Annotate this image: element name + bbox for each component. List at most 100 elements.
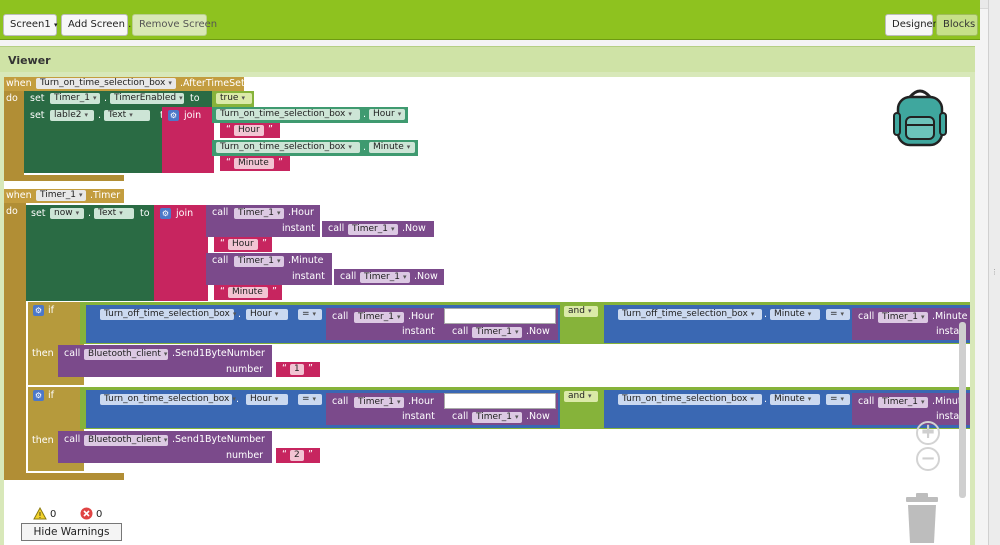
hide-warnings-button[interactable]: Hide Warnings [21,523,122,541]
trash-icon[interactable] [902,493,942,543]
if2-right-operator-dropdown[interactable]: =▾ [826,394,850,405]
if2-left-property-dropdown[interactable]: Hour▾ [246,394,288,405]
string-two-value[interactable]: 2 [290,450,304,461]
dot-label: . [363,142,367,153]
and-dropdown-1[interactable]: and▾ [564,306,598,317]
if2-left-component-dropdown[interactable]: Turn_on_time_selection_box▾ [100,394,236,405]
string-hour-value-1[interactable]: Hour [234,125,264,136]
join1-getter-block[interactable]: Turn_on_time_selection_box▾ . Hour▾ [212,107,408,123]
if1-left-component-dropdown[interactable]: Turn_off_time_selection_box▾ [100,309,236,320]
string-hour-block-2[interactable]: “ Hour ” [214,237,272,252]
add-screen-button[interactable]: Add Screen ... [61,14,138,36]
gear-icon[interactable]: ⚙ [33,305,44,316]
if1-right-component-dropdown[interactable]: Turn_off_time_selection_box▾ [618,309,762,320]
screen-select[interactable]: Screen1 ▾ [3,14,57,36]
set-now-component-dropdown[interactable]: now▾ [50,208,84,219]
string-minute-block-1[interactable]: “ Minute ” [220,156,290,171]
set1-property-dropdown[interactable]: TimerEnabled▾ [110,93,184,104]
then2-component-dropdown[interactable]: Bluetooth_client▾ [84,435,168,446]
string-two-block[interactable]: “ 2 ” [276,448,320,463]
call1-inner-component-dropdown[interactable]: Timer_1▾ [348,224,398,235]
and-dropdown-2[interactable]: and▾ [564,391,598,402]
join2-getter-block[interactable]: Turn_on_time_selection_box▾ . Minute▾ [212,140,418,156]
empty-socket[interactable] [444,308,556,324]
blocks-button[interactable]: Blocks [936,14,978,36]
set2-property-dropdown[interactable]: Text▾ [104,110,150,121]
true-block[interactable]: true▾ [212,91,254,107]
designer-button[interactable]: Designer [885,14,937,36]
remove-screen-button[interactable]: Remove Screen [132,14,217,36]
string-minute-block-2[interactable]: “ Minute ” [214,285,282,300]
join2-property-dropdown[interactable]: Minute▾ [369,142,415,153]
blocks-workspace[interactable]: when Turn_on_time_selection_box▾ .AfterT… [4,77,970,545]
call-minute-block[interactable]: call Timer_1▾ .Minute instant [206,253,332,285]
join1-component-dropdown[interactable]: Turn_on_time_selection_box▾ [216,109,360,120]
call-now-block-1[interactable]: call Timer_1▾ .Now [322,221,434,237]
if2-right-property-dropdown[interactable]: Minute▾ [770,394,820,405]
zoom-out-icon[interactable]: − [916,447,940,471]
join-block-1[interactable]: ⚙ join [162,107,214,173]
gear-icon[interactable]: ⚙ [168,110,179,121]
join1-property-dropdown[interactable]: Hour▾ [369,109,405,120]
string-hour-value-2[interactable]: Hour [228,239,258,250]
then1-component-dropdown[interactable]: Bluetooth_client▾ [84,349,168,360]
string-one-block[interactable]: “ 1 ” [276,362,320,377]
set-now-property-dropdown[interactable]: Text▾ [94,208,134,219]
if2-operator-dropdown[interactable]: =▾ [298,394,322,405]
gear-icon[interactable]: ⚙ [33,390,44,401]
set-now-text-block[interactable]: set now▾ . Text▾ to [26,205,156,301]
true-dropdown[interactable]: true▾ [216,93,252,104]
string-minute-value-2[interactable]: Minute [228,287,268,298]
if2-right-call-component-dropdown[interactable]: Timer_1▾ [878,397,928,408]
call-now-block-2[interactable]: call Timer_1▾ .Now [334,269,444,285]
send-byte-block-1[interactable]: call Bluetooth_client▾ .Send1ByteNumber … [58,345,272,377]
string-hour-block-1[interactable]: “ Hour ” [220,123,280,138]
call1-component-dropdown[interactable]: Timer_1▾ [234,208,284,219]
if2-call-component-dropdown[interactable]: Timer_1▾ [354,397,404,408]
if1-right-property-dropdown[interactable]: Minute▾ [770,309,820,320]
if1-call-now-block[interactable]: call Timer_1▾ .Now [446,324,556,340]
event2-component-dropdown[interactable]: Timer_1▾ [36,190,86,201]
empty-socket[interactable] [444,393,556,409]
zoom-in-icon[interactable]: + [916,421,940,445]
if1-right-call-component-dropdown[interactable]: Timer_1▾ [878,312,928,323]
string-minute-value-1[interactable]: Minute [234,158,274,169]
event2-header[interactable]: when Timer_1▾ .Timer [4,189,124,203]
if1-inner-method: .Now [526,326,550,337]
gear-icon[interactable]: ⚙ [160,208,171,219]
call2-component-dropdown[interactable]: Timer_1▾ [234,256,284,267]
if1-call-component-dropdown[interactable]: Timer_1▾ [354,312,404,323]
string-one-value[interactable]: 1 [290,364,304,375]
event1-component-dropdown[interactable]: Turn_on_time_selection_box▾ [36,78,176,89]
set-timer-enabled-block[interactable]: set Timer_1▾ . TimerEnabled▾ to [24,91,214,107]
if1-right-operator-dropdown[interactable]: =▾ [826,309,850,320]
join2-component-dropdown[interactable]: Turn_on_time_selection_box▾ [216,142,360,153]
call-hour-block[interactable]: call Timer_1▾ .Hour instant [206,205,320,237]
page-scrollbar[interactable]: ⋮ [988,0,1000,545]
dot-label: . [764,309,768,320]
backpack-icon[interactable] [892,87,948,147]
if1-inner-component-dropdown[interactable]: Timer_1▾ [472,327,522,338]
if2-right-component-dropdown[interactable]: Turn_on_time_selection_box▾ [618,394,762,405]
if1-left-property-dropdown[interactable]: Hour▾ [246,309,288,320]
if2-call-now-block[interactable]: call Timer_1▾ .Now [446,409,556,425]
if2-inner-component-dropdown[interactable]: Timer_1▾ [472,412,522,423]
call-label: call [332,311,349,322]
join-block-2[interactable]: ⚙ join [154,205,208,301]
if1-right-call-block[interactable]: call Timer_1▾ .Minute instar [852,308,970,340]
event1-header[interactable]: when Turn_on_time_selection_box▾ .AfterT… [4,77,245,91]
set1-component-dropdown[interactable]: Timer_1▾ [50,93,100,104]
number-label: number [226,450,264,461]
workspace-scrollbar[interactable] [959,322,966,498]
call-label: call [340,271,357,282]
if1-operator-dropdown[interactable]: =▾ [298,309,322,320]
instant-label: instar [936,326,964,337]
call-label: call [858,396,875,407]
if2-call-method: .Hour [408,396,434,407]
set-label-text-block[interactable]: set lable2▾ . Text▾ to [24,107,170,173]
send-byte-block-2[interactable]: call Bluetooth_client▾ .Send1ByteNumber … [58,431,272,463]
call2-inner-component-dropdown[interactable]: Timer_1▾ [360,272,410,283]
quote-left: “ [220,238,225,249]
set2-component-dropdown[interactable]: lable2▾ [50,110,94,121]
if2-right-call-block[interactable]: call Timer_1▾ .Minut instar [852,393,970,425]
